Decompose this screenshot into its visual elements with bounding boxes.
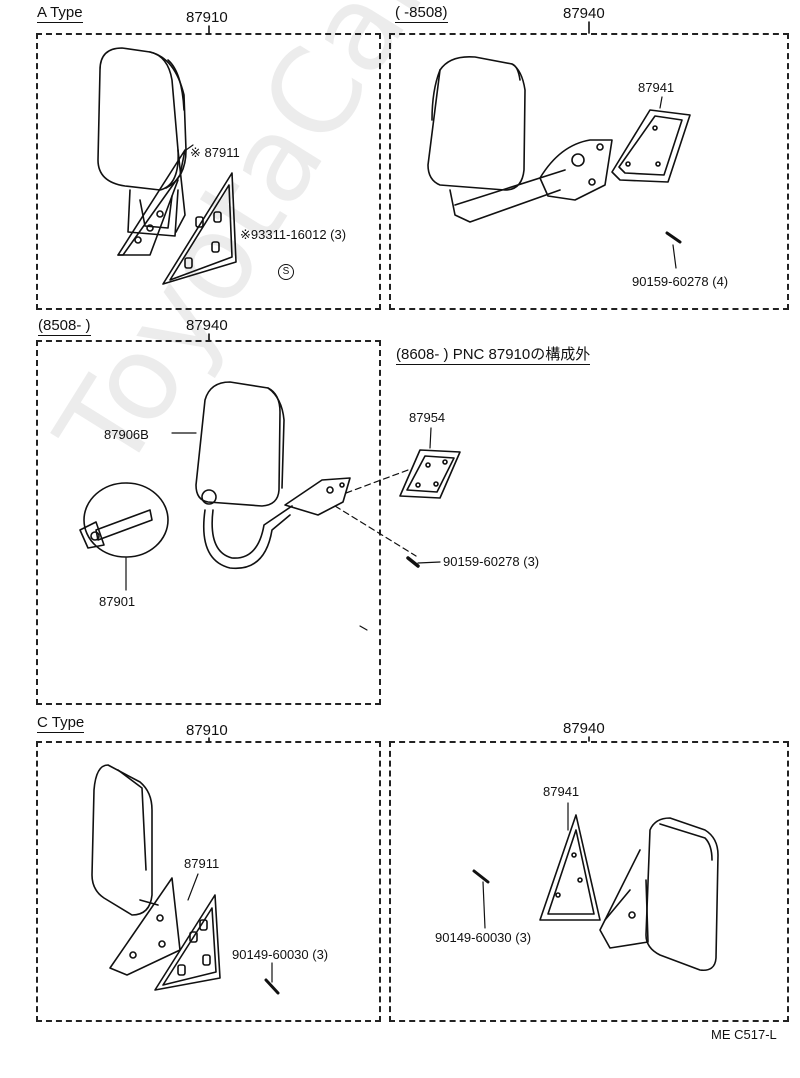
callout-87941-a: 87941 (638, 80, 675, 95)
a-left-plate (162, 172, 237, 285)
callout-87941-c: 87941 (543, 784, 580, 799)
a-right-screw (665, 231, 682, 269)
middle-mirror-87901 (79, 482, 169, 558)
middle-screw (406, 556, 441, 568)
c-type-heading: C Type (37, 714, 85, 733)
middle-part-number: 87940 (186, 317, 228, 334)
c-right-mirror (599, 817, 719, 972)
c-left-bracket-87911 (109, 877, 181, 976)
callout-87906b: 87906B (104, 427, 149, 442)
c-right-part-number: 87940 (563, 720, 605, 737)
callout-87954: 87954 (409, 410, 446, 425)
a-type-heading: A Type (37, 4, 83, 23)
s-symbol: S (278, 264, 294, 280)
callout-93311: ※93311-16012 (3) (240, 227, 347, 242)
panel-middle (36, 340, 381, 705)
part-number-ticks (208, 21, 590, 742)
middle-note: (8608- ) PNC 87910の構成外 (396, 346, 591, 365)
a-right-part-number: 87940 (563, 5, 605, 22)
callout-90159-a: 90159-60278 (4) (632, 274, 729, 289)
panel-c-right (389, 741, 789, 1022)
callout-90149-c-left: 90149-60030 (3) (232, 947, 329, 962)
callout-87911-c: 87911 (184, 856, 220, 871)
c-left-part-number: 87910 (186, 722, 228, 739)
callout-87901: 87901 (99, 594, 136, 609)
middle-plate-87954 (399, 449, 461, 499)
panel-a-right (389, 33, 789, 310)
footer-code: ME C517-L (711, 1027, 777, 1042)
a-right-plate-87941 (611, 109, 691, 183)
c-left-plate (154, 894, 221, 991)
a-left-bracket-87911 (117, 149, 186, 256)
callout-90149-c-right: 90149-60030 (3) (435, 930, 532, 945)
c-right-plate-87941 (539, 814, 601, 921)
panel-c-left (36, 741, 381, 1022)
c-right-screw (472, 869, 490, 929)
callout-90159-mid: 90159-60278 (3) (443, 554, 540, 569)
panel-a-left (36, 33, 381, 310)
c-left-screw (264, 962, 280, 995)
middle-dashed-leaders (334, 469, 417, 557)
a-left-mirror (97, 47, 187, 237)
a-right-range: ( -8508) (395, 4, 448, 23)
a-left-part-number: 87910 (186, 9, 228, 26)
callout-87911-a: ※ 87911 (190, 145, 240, 160)
middle-mirror-87906b (195, 381, 351, 570)
middle-range: (8508- ) (38, 317, 91, 336)
c-left-mirror (91, 764, 159, 916)
a-right-mirror (427, 55, 613, 223)
